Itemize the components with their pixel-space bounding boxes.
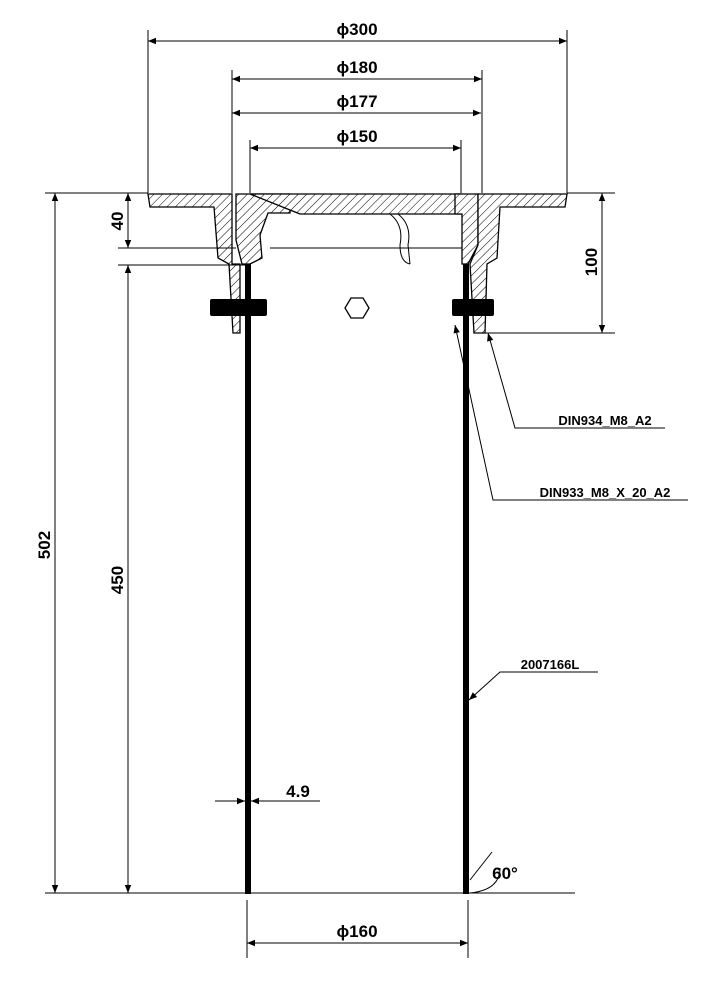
right-flange [469, 193, 568, 334]
pipe-wall-right [463, 264, 469, 894]
dimension-lines [51, 37, 606, 947]
callout-bolt-label: DIN933_M8_X_20_A2 [540, 485, 671, 500]
pipe [160, 264, 575, 894]
grate [249, 193, 463, 215]
left-flange [147, 193, 241, 334]
pipe-wall-left [245, 264, 251, 894]
grate-bar-2 [397, 213, 411, 265]
dim-height-502: 502 [35, 531, 54, 559]
drain-body-section [147, 193, 568, 334]
callout-nut-label: DIN934_M8_A2 [558, 413, 651, 428]
dim-d177: ϕ177 [336, 92, 377, 111]
dim-d180: ϕ180 [336, 58, 377, 77]
dim-height-450: 450 [108, 566, 127, 594]
dim-height-40: 40 [108, 212, 127, 231]
extension-lines [45, 30, 615, 958]
dim-d300: ϕ300 [336, 20, 377, 39]
callout-pipe-label: 2007166L [521, 657, 580, 672]
left-bolt-nut [210, 299, 267, 316]
dim-height-100: 100 [582, 248, 601, 276]
callout-leaders [453, 324, 688, 701]
dim-d150: ϕ150 [336, 127, 377, 146]
hex-bolt-head-icon [344, 297, 370, 319]
dim-d160: ϕ160 [336, 922, 377, 941]
dim-chamfer-angle: 60° [492, 864, 518, 883]
right-bolt-nut [452, 299, 494, 316]
dim-wall-thickness: 4.9 [286, 782, 310, 801]
grate-bar [389, 213, 411, 265]
